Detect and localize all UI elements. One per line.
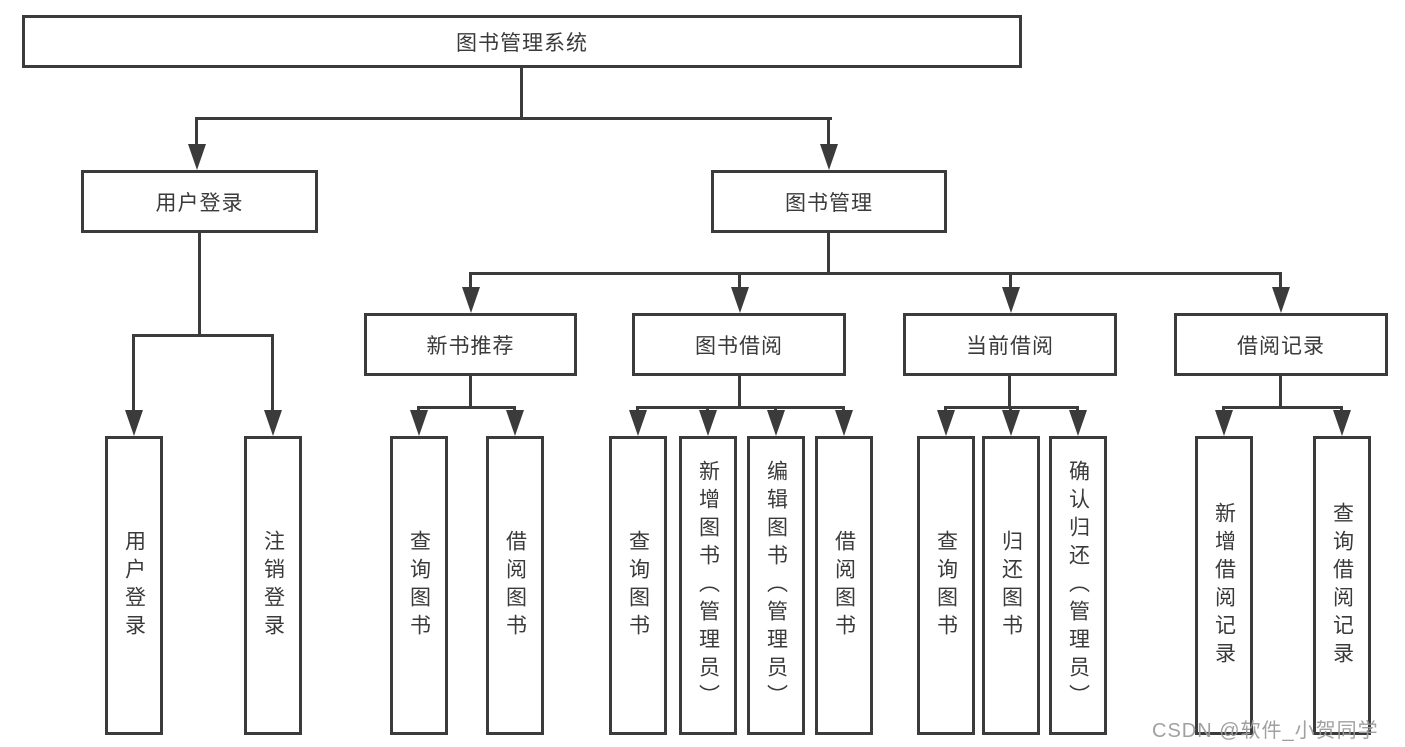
leaf-label: 归还图书 xyxy=(999,529,1023,642)
node-label: 借阅记录 xyxy=(1237,334,1325,358)
csdn-watermark: CSDN @软件_小贺同学 xyxy=(1152,720,1379,742)
connector-current-borrowing-stem xyxy=(1008,376,1011,406)
connector-new-book-recommend-rail xyxy=(417,406,516,409)
leaf-rec-add-record: 新增借阅记录 xyxy=(1195,436,1253,735)
connector-root-rail xyxy=(195,117,832,120)
connector-arrow-book-management xyxy=(827,117,830,152)
connector-user-login-rail xyxy=(132,334,274,337)
arrowhead-cur-confirm xyxy=(1069,410,1087,436)
connector-book-borrowing-stem xyxy=(738,376,741,406)
node-label: 新书推荐 xyxy=(426,334,515,358)
arrowhead-logout xyxy=(264,410,282,436)
leaf-label: 新增借阅记录 xyxy=(1212,501,1236,670)
leaf-label: 查询图书 xyxy=(407,529,431,642)
leaf-bb-borrow-books: 借阅图书 xyxy=(815,436,873,735)
arrowhead-borrowing-records xyxy=(1272,287,1290,313)
connector-arrow-login xyxy=(132,334,135,416)
arrowhead-nb-borrow xyxy=(506,410,524,436)
leaf-nb-borrow-books: 借阅图书 xyxy=(486,436,544,735)
arrowhead-book-management xyxy=(820,144,838,170)
node-label: 图书管理 xyxy=(785,191,873,215)
connector-arrow-new-book-recommend xyxy=(469,272,472,292)
leaf-label: 借阅图书 xyxy=(832,529,856,642)
connector-arrow-user-login xyxy=(195,117,198,152)
arrowhead-login xyxy=(125,410,143,436)
arrowhead-rec-query xyxy=(1333,410,1351,436)
arrowhead-cur-query xyxy=(937,410,955,436)
node-new-book-recommend: 新书推荐 xyxy=(364,313,577,376)
leaf-label: 确认归还（管理员） xyxy=(1066,459,1090,712)
leaf-cur-query-books: 查询图书 xyxy=(917,436,975,735)
arrowhead-cur-return xyxy=(1002,410,1020,436)
arrowhead-bb-borrow xyxy=(835,410,853,436)
connector-book-management-rail xyxy=(469,272,1282,275)
leaf-label: 查询借阅记录 xyxy=(1330,501,1354,670)
leaf-cur-confirm-return: 确认归还（管理员） xyxy=(1049,436,1107,735)
node-book-management: 图书管理 xyxy=(711,170,947,233)
node-label: 图书借阅 xyxy=(695,334,783,358)
leaf-logout: 注销登录 xyxy=(244,436,302,735)
node-user-login: 用户登录 xyxy=(81,170,318,233)
leaf-user-login: 用户登录 xyxy=(105,436,163,735)
node-borrowing-records: 借阅记录 xyxy=(1174,313,1388,376)
node-library-management-system: 图书管理系统 xyxy=(22,15,1022,68)
connector-user-login-stem xyxy=(198,233,201,334)
leaf-label: 注销登录 xyxy=(261,529,285,642)
leaf-bb-query-books: 查询图书 xyxy=(609,436,667,735)
leaf-rec-query-record: 查询借阅记录 xyxy=(1313,436,1371,735)
leaf-label: 借阅图书 xyxy=(503,529,527,642)
leaf-label: 新增图书（管理员） xyxy=(696,459,720,712)
arrowhead-bb-edit xyxy=(767,410,785,436)
arrowhead-current-borrowing xyxy=(1002,287,1020,313)
node-current-borrowing: 当前借阅 xyxy=(903,313,1117,376)
leaf-nb-query-books: 查询图书 xyxy=(390,436,448,735)
leaf-label: 查询图书 xyxy=(934,529,958,642)
leaf-bb-edit-books: 编辑图书（管理员） xyxy=(747,436,805,735)
connector-borrowing-records-rail xyxy=(1222,406,1343,409)
arrowhead-new-book-recommend xyxy=(462,287,480,313)
connector-arrow-current-borrowing xyxy=(1009,272,1012,292)
node-label: 用户登录 xyxy=(155,191,244,215)
connector-new-book-recommend-stem xyxy=(469,376,472,406)
node-book-borrowing: 图书借阅 xyxy=(632,313,846,376)
connector-book-borrowing-rail xyxy=(636,406,845,409)
connector-arrow-book-borrowing xyxy=(738,272,741,292)
leaf-cur-return-books: 归还图书 xyxy=(982,436,1040,735)
connector-borrowing-records-stem xyxy=(1279,376,1282,406)
connector-arrow-borrowing-records xyxy=(1279,272,1282,292)
arrowhead-user-login xyxy=(188,144,206,170)
leaf-bb-add-books: 新增图书（管理员） xyxy=(679,436,737,735)
leaf-label: 用户登录 xyxy=(122,529,146,642)
node-label: 图书管理系统 xyxy=(456,31,588,55)
arrowhead-rec-add xyxy=(1215,410,1233,436)
connector-arrow-logout xyxy=(271,334,274,416)
connector-root-stem xyxy=(520,68,523,117)
leaf-label: 编辑图书（管理员） xyxy=(764,459,788,712)
connector-book-management-stem xyxy=(827,233,830,272)
node-label: 当前借阅 xyxy=(966,334,1054,358)
arrowhead-book-borrowing xyxy=(731,287,749,313)
arrowhead-bb-query xyxy=(629,410,647,436)
arrowhead-bb-add xyxy=(699,410,717,436)
leaf-label: 查询图书 xyxy=(626,529,650,642)
arrowhead-nb-query xyxy=(410,410,428,436)
